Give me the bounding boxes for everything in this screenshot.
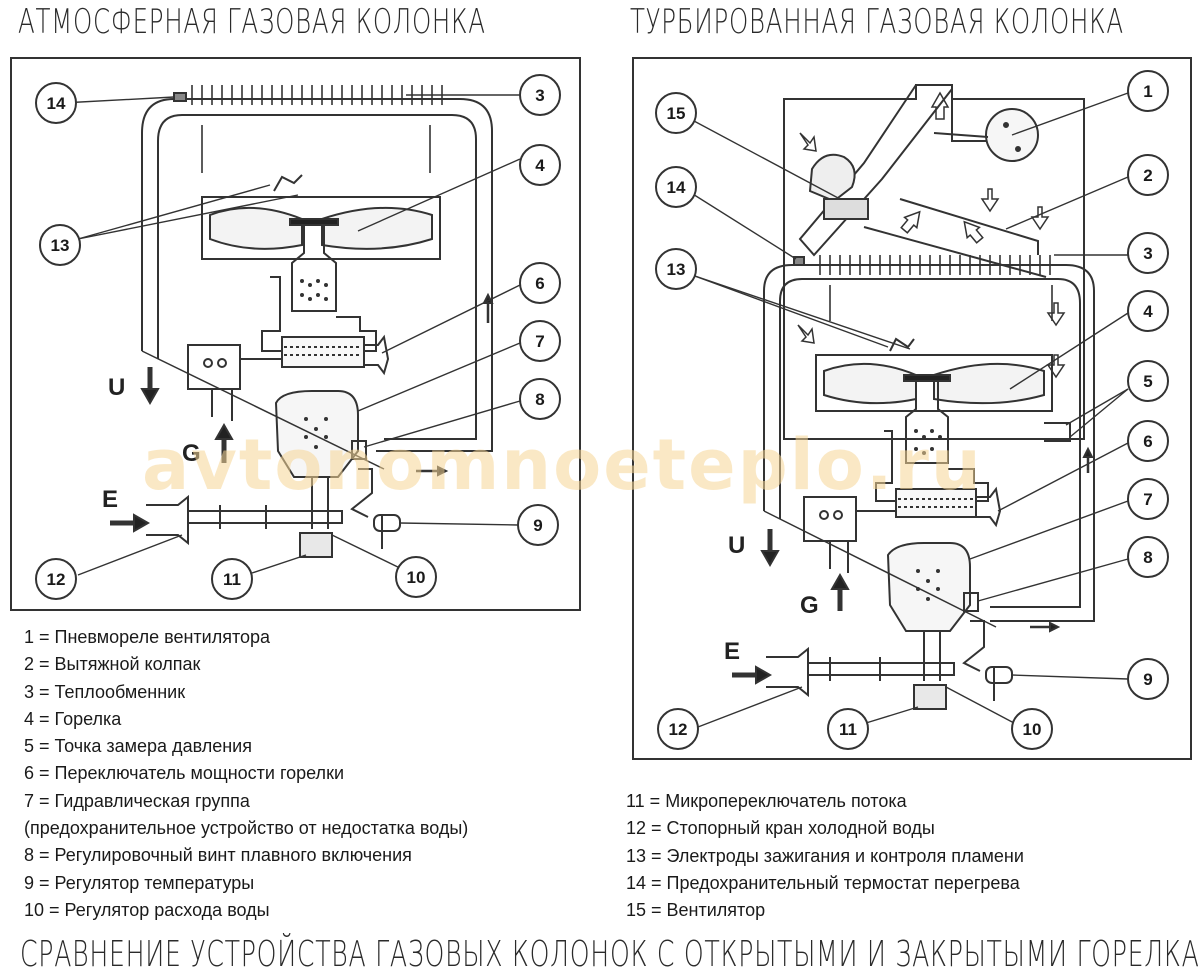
callout-circle [211, 558, 253, 600]
callout-11: 11 [223, 570, 241, 589]
legend-item: 2 = Вытяжной колпак [24, 654, 201, 675]
atmospheric-heater-diagram: U G E 14 3 4 13 6 7 8 9 10 [10, 57, 581, 611]
callout-5: 5 [1143, 372, 1152, 391]
callout-12: 12 [669, 720, 688, 739]
callout-circle [1127, 70, 1169, 112]
callout-12: 12 [47, 570, 66, 589]
legend-item: 10 = Регулятор расхода воды [24, 899, 270, 920]
right-diagram-title: ТУРБИРОВАННАЯ ГАЗОВАЯ КОЛОНКА [630, 2, 1124, 42]
legend-item: 9 = Регулятор температуры [24, 872, 255, 893]
callout-4: 4 [535, 156, 545, 175]
callout-circle [519, 378, 561, 420]
callout-9: 9 [533, 516, 542, 535]
legend-item: 7 = Гидравлическая группа [24, 790, 250, 811]
callout-4: 4 [1143, 302, 1153, 321]
flow-label-g: G [800, 592, 819, 619]
atmospheric-heater-drawing: U G E 14 3 4 13 6 7 8 9 10 [35, 74, 561, 600]
legend-item: 11 = Микропереключатель потока [626, 791, 907, 811]
legend-item: 4 = Горелка [24, 708, 122, 729]
callout-8: 8 [1143, 548, 1152, 567]
legend-item: 5 = Точка замера давления [24, 736, 252, 757]
turbo-heater-drawing: U G E 1 15 2 14 3 13 [655, 70, 1169, 750]
callout-circle [655, 92, 697, 134]
callout-circle [1011, 708, 1053, 750]
callout-10: 10 [1023, 720, 1042, 739]
callout-1: 1 [1143, 82, 1152, 101]
turbo-heater-diagram: U G E 1 15 2 14 3 13 [632, 57, 1192, 760]
flow-label-e: E [102, 486, 118, 513]
callout-circle [655, 248, 697, 290]
flow-label-u: U [728, 532, 745, 559]
flow-label-e: E [724, 638, 740, 665]
legend-item: 3 = Теплообменник [24, 681, 186, 702]
comparison-footer-title: СРАВНЕНИЕ УСТРОЙСТВА ГАЗОВЫХ КОЛОНОК С О… [20, 934, 1200, 975]
callout-7: 7 [535, 332, 544, 351]
callout-circle [35, 558, 77, 600]
callout-circle [1127, 478, 1169, 520]
legend-item: 1 = Пневмореле вентилятора [24, 627, 271, 647]
callout-3: 3 [535, 86, 544, 105]
callout-circle [395, 556, 437, 598]
legend-item: 14 = Предохранительный термостат перегре… [626, 872, 1020, 893]
callout-circle [519, 74, 561, 116]
callout-circle [1127, 420, 1169, 462]
callout-7: 7 [1143, 490, 1152, 509]
callout-9: 9 [1143, 670, 1152, 689]
callout-6: 6 [535, 274, 544, 293]
legend-item: 13 = Электроды зажигания и контроля плам… [626, 845, 1024, 866]
callout-14: 14 [47, 94, 66, 113]
callout-circle [1127, 154, 1169, 196]
callout-3: 3 [1143, 244, 1152, 263]
flow-label-g: G [182, 440, 201, 467]
callout-circle [657, 708, 699, 750]
callout-circle [519, 320, 561, 362]
callout-circle [517, 504, 559, 546]
callout-11: 11 [839, 720, 857, 739]
left-diagram-title: АТМОСФЕРНАЯ ГАЗОВАЯ КОЛОНКА [18, 2, 486, 42]
callout-13: 13 [667, 260, 686, 279]
callout-13: 13 [51, 236, 70, 255]
legend-item: (предохранительное устройство от недоста… [24, 818, 469, 839]
callout-circle [519, 262, 561, 304]
callout-circle [827, 708, 869, 750]
legend-list-right: 11 = Микропереключатель потока 12 = Стоп… [626, 788, 1024, 924]
callout-circle [1127, 290, 1169, 332]
callout-15: 15 [667, 104, 686, 123]
callout-circle [655, 166, 697, 208]
legend-item: 8 = Регулировочный винт плавного включен… [24, 845, 412, 866]
flow-label-u: U [108, 374, 125, 401]
callout-14: 14 [667, 178, 686, 197]
legend-item: 6 = Переключатель мощности горелки [24, 763, 344, 784]
legend-list-left: 1 = Пневмореле вентилятора 2 = Вытяжной … [24, 624, 468, 924]
callout-8: 8 [535, 390, 544, 409]
callout-6: 6 [1143, 432, 1152, 451]
callout-10: 10 [407, 568, 426, 587]
callout-circle [1127, 232, 1169, 274]
callout-circle [1127, 536, 1169, 578]
callout-circle [1127, 658, 1169, 700]
callout-circle [35, 82, 77, 124]
callout-2: 2 [1143, 166, 1152, 185]
callout-circle [519, 144, 561, 186]
callout-circle [1127, 360, 1169, 402]
legend-item: 12 = Стопорный кран холодной воды [626, 818, 935, 839]
legend-item: 15 = Вентилятор [626, 900, 766, 921]
callout-circle [39, 224, 81, 266]
